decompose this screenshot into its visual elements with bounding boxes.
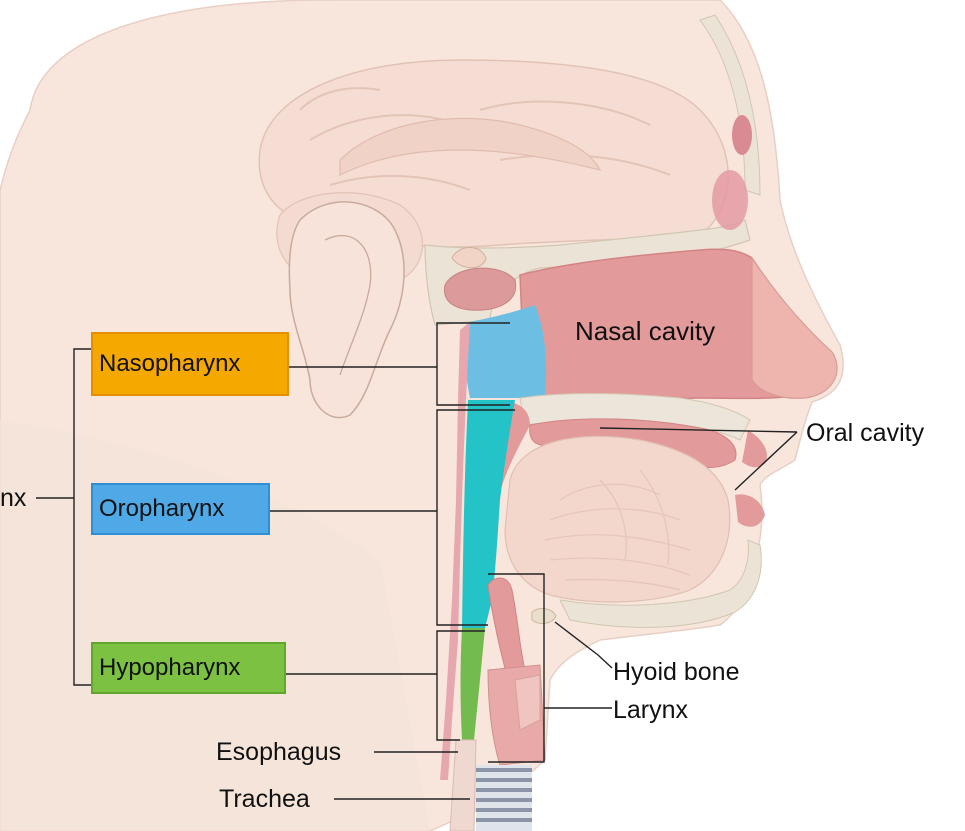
trachea-label: Trachea	[219, 784, 310, 814]
esophagus-label: Esophagus	[216, 737, 341, 767]
frontal-sinus	[732, 115, 752, 155]
larynx-label: Larynx	[613, 695, 688, 725]
trachea-rings	[476, 765, 532, 831]
oral-cavity-label: Oral cavity	[806, 418, 924, 448]
nasal-cavity-label: Nasal cavity	[575, 316, 715, 346]
tongue	[505, 436, 730, 602]
nasopharynx-label: Nasopharynx	[92, 343, 247, 387]
hyoid-bone-label: Hyoid bone	[613, 657, 739, 687]
eye-area	[712, 170, 748, 230]
thyroid-cartilage	[515, 675, 540, 730]
oropharynx-label: Oropharynx	[92, 488, 231, 532]
pharynx-label: nx	[0, 483, 26, 513]
hypopharynx-label: Hypopharynx	[92, 647, 247, 691]
sphenoid-sinus	[444, 268, 515, 310]
